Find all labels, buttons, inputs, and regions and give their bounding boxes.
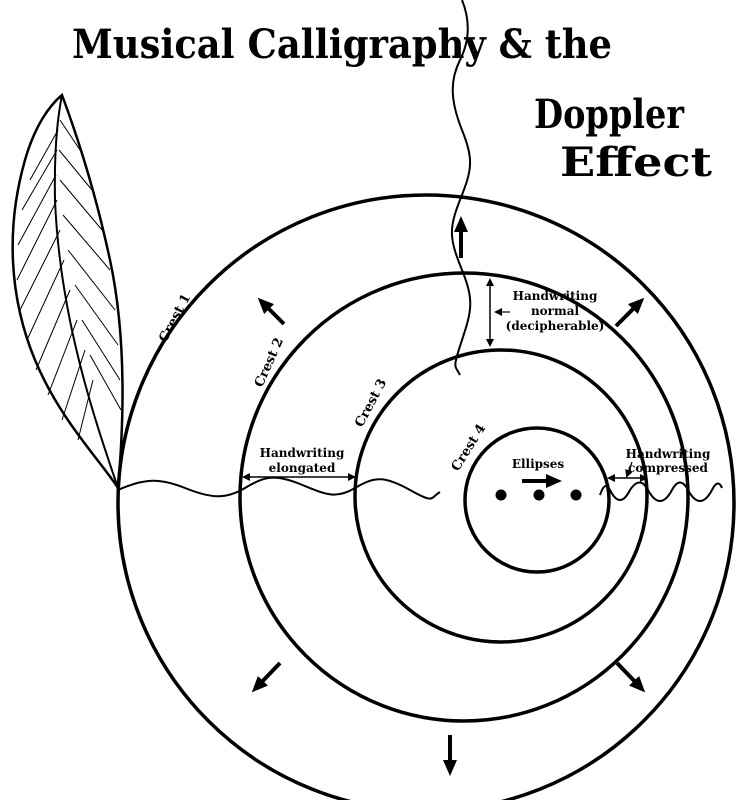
- source-dot: [533, 489, 545, 501]
- arrow-nw-icon: [257, 297, 286, 326]
- crest-3-label: Crest 3: [352, 377, 390, 430]
- compressed-wave: [599, 481, 723, 502]
- normal-label-1: Handwriting: [513, 289, 598, 303]
- compressed-pointer-arrow: [625, 461, 633, 478]
- crest-3-circle: [353, 348, 649, 644]
- ellipses-label: Ellipses: [512, 457, 565, 471]
- propagation-arrows: [251, 216, 646, 776]
- crest-1-circle: [116, 193, 736, 800]
- elongated-label-2: elongated: [269, 461, 336, 475]
- elongated-label-1: Handwriting: [260, 446, 345, 460]
- source-dot: [495, 489, 507, 501]
- compressed-label-2: compressed: [628, 461, 709, 475]
- compressed-label-1: Handwriting: [626, 447, 711, 461]
- title-line2: Doppler: [534, 91, 685, 138]
- source-dot: [570, 489, 582, 501]
- crest-4-circle: [463, 426, 611, 574]
- elongated-wave: [117, 476, 441, 500]
- normal-label-2: normal: [531, 304, 580, 318]
- title-line3: Effect: [560, 139, 713, 186]
- quill-feather-icon: [11, 92, 124, 492]
- arrow-sw-icon: [251, 661, 282, 693]
- vertical-wave: [450, 0, 472, 376]
- crest-4-label: Crest 4: [449, 422, 489, 474]
- crest-1-label: Crest 1: [156, 292, 194, 345]
- title-line1: Musical Calligraphy & the: [72, 21, 612, 68]
- normal-label-3: (decipherable): [506, 319, 605, 333]
- crest-2-label: Crest 2: [252, 336, 287, 390]
- arrow-ne-icon: [614, 297, 645, 328]
- arrow-se-icon: [615, 661, 646, 693]
